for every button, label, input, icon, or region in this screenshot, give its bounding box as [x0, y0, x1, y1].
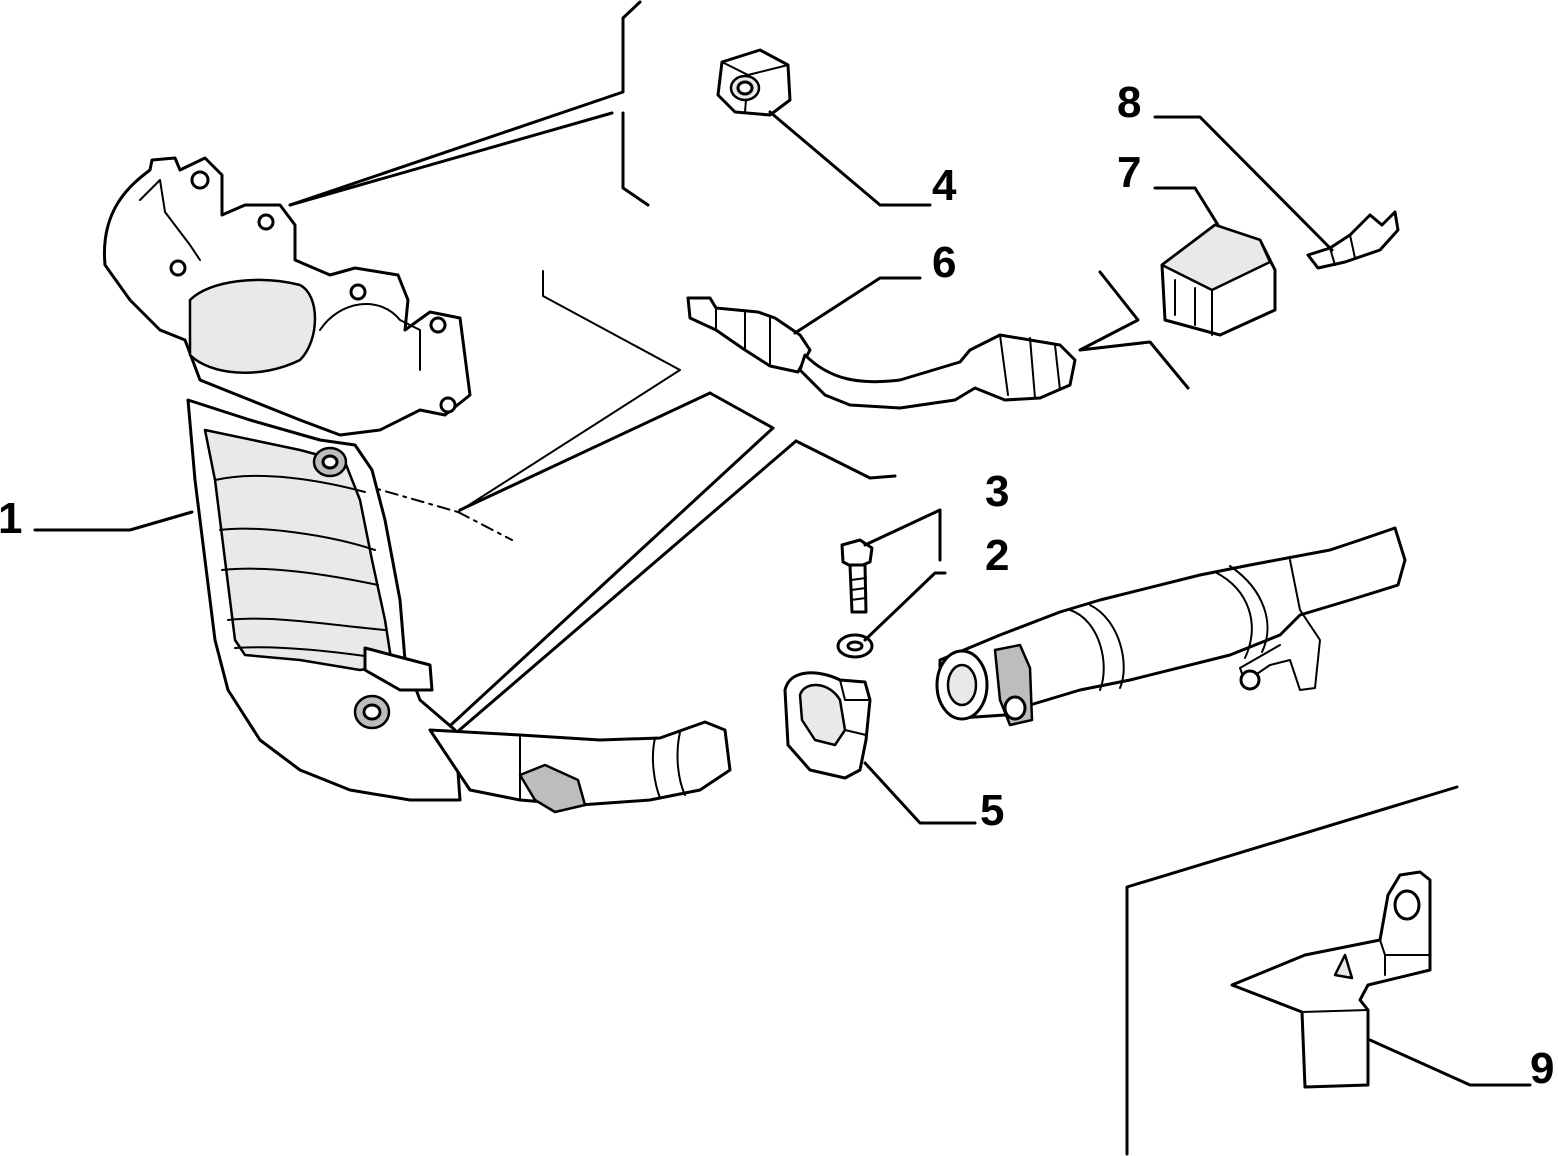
oxygen-sensor	[686, 296, 1077, 410]
bolt	[840, 538, 874, 614]
leader-line-5	[863, 761, 977, 825]
callout-5: 5	[980, 786, 1004, 835]
leader-line-4	[768, 110, 932, 207]
leader-line-6	[793, 276, 922, 335]
leader-line-1	[33, 510, 194, 532]
callout-2: 2	[985, 531, 1009, 580]
callout-3: 3	[985, 467, 1009, 516]
callout-9: 9	[1530, 1044, 1554, 1093]
callout-7: 7	[1117, 148, 1141, 197]
rear-muffler-pipe	[935, 526, 1407, 727]
callout-1: 1	[0, 494, 22, 543]
leader-lines	[33, 110, 1532, 1087]
leader-line-3	[863, 508, 942, 562]
washer	[836, 633, 874, 659]
leader-line-9	[1368, 1038, 1532, 1087]
callout-4: 4	[932, 161, 957, 210]
detail-inset	[1125, 785, 1459, 1156]
rubber-mount	[783, 671, 872, 780]
reference-lines	[288, 0, 1190, 761]
leader-line-2	[863, 571, 947, 642]
exhaust-manifold-catalytic-converter	[102, 156, 732, 814]
callout-8: 8	[1117, 78, 1141, 127]
callout-6: 6	[932, 238, 956, 287]
leader-line-7	[1153, 186, 1220, 227]
connector-block	[1160, 223, 1277, 337]
callout-labels: 1 2 3 4 5 6 7 8 9	[0, 78, 1554, 1093]
bracket	[1230, 870, 1432, 1089]
nut	[716, 48, 792, 117]
leader-line-8	[1153, 115, 1334, 252]
